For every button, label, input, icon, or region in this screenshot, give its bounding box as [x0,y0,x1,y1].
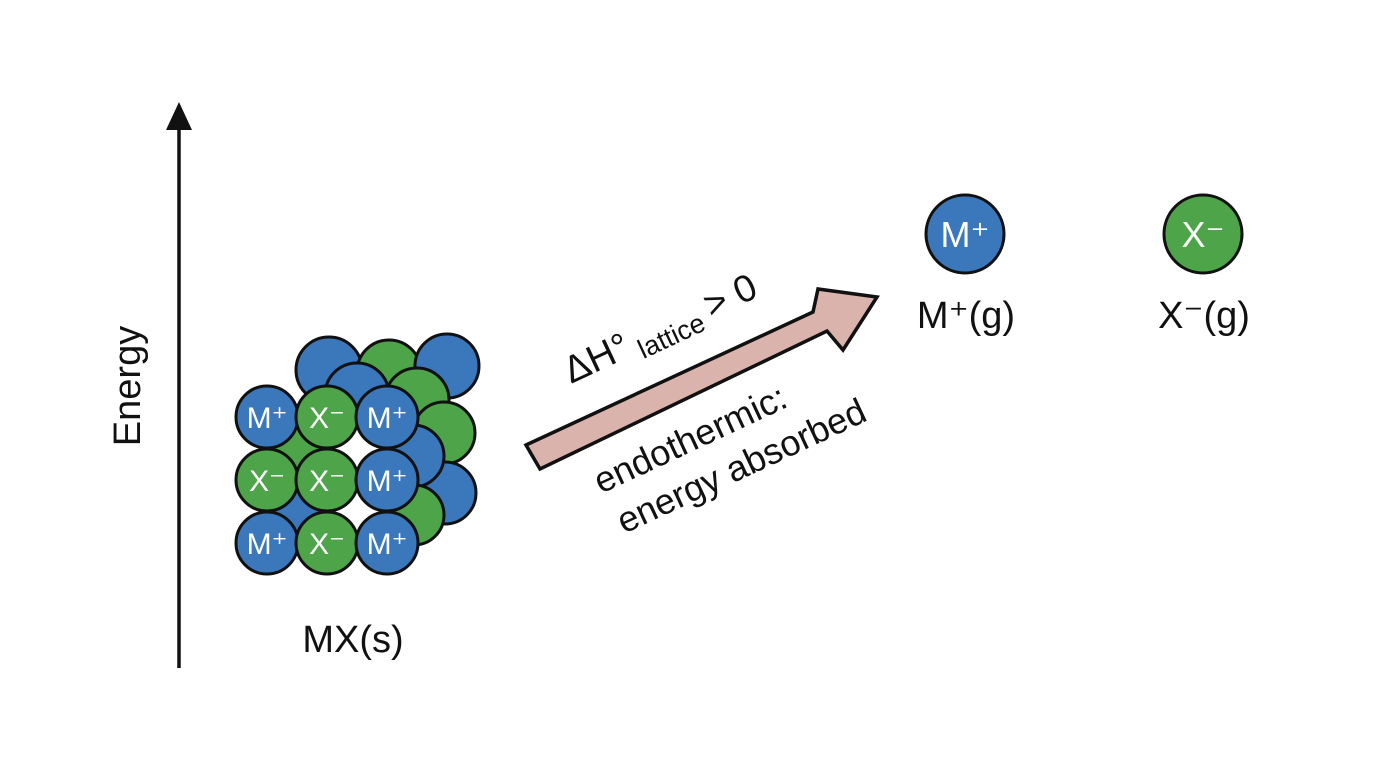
gas-ion-cation: M⁺ M⁺(g) [917,193,1015,337]
lattice-ion-label-0-2: M⁺ [367,402,408,435]
gas-ion-anion: X⁻ X⁻(g) [1158,193,1250,337]
enthalpy-subscript: lattice [633,308,710,365]
lattice-ion-cation-2-2 [354,510,420,576]
cation-gas-circle [924,193,1006,275]
lattice-ion-label-2-2: M⁺ [367,528,408,561]
lattice-ion-label-0-1: X⁻ [309,402,345,435]
lattice-ion-label-1-1: X⁻ [309,465,345,498]
energy-axis-arrowhead [166,102,192,130]
cation-gas-symbol: M⁺ [941,214,990,255]
lattice-ion-label-1-2: M⁺ [367,465,408,498]
anion-gas-label: X⁻(g) [1158,295,1250,337]
energy-axis: Energy [107,102,192,668]
solid-label: MX(s) [302,619,403,661]
lattice-ion-label-2-1: X⁻ [309,528,345,561]
anion-gas-circle [1162,193,1244,275]
ionic-lattice: M⁺ X⁻ M⁺ X⁻ X⁻ M⁺ M⁺ X⁻ M⁺ [234,332,481,576]
cation-gas-label: M⁺(g) [917,295,1015,337]
enthalpy-symbol: ΔH° [557,325,636,392]
lattice-ion-label-1-0: X⁻ [249,465,285,498]
reaction-arrow [523,287,880,472]
energy-axis-label: Energy [107,326,149,446]
reaction-arrow-shape [523,287,880,472]
enthalpy-sign: > 0 [697,266,764,327]
lattice-ion-label-0-0: M⁺ [247,402,288,435]
lattice-ion-label-2-0: M⁺ [247,528,288,561]
anion-gas-symbol: X⁻ [1181,214,1224,255]
